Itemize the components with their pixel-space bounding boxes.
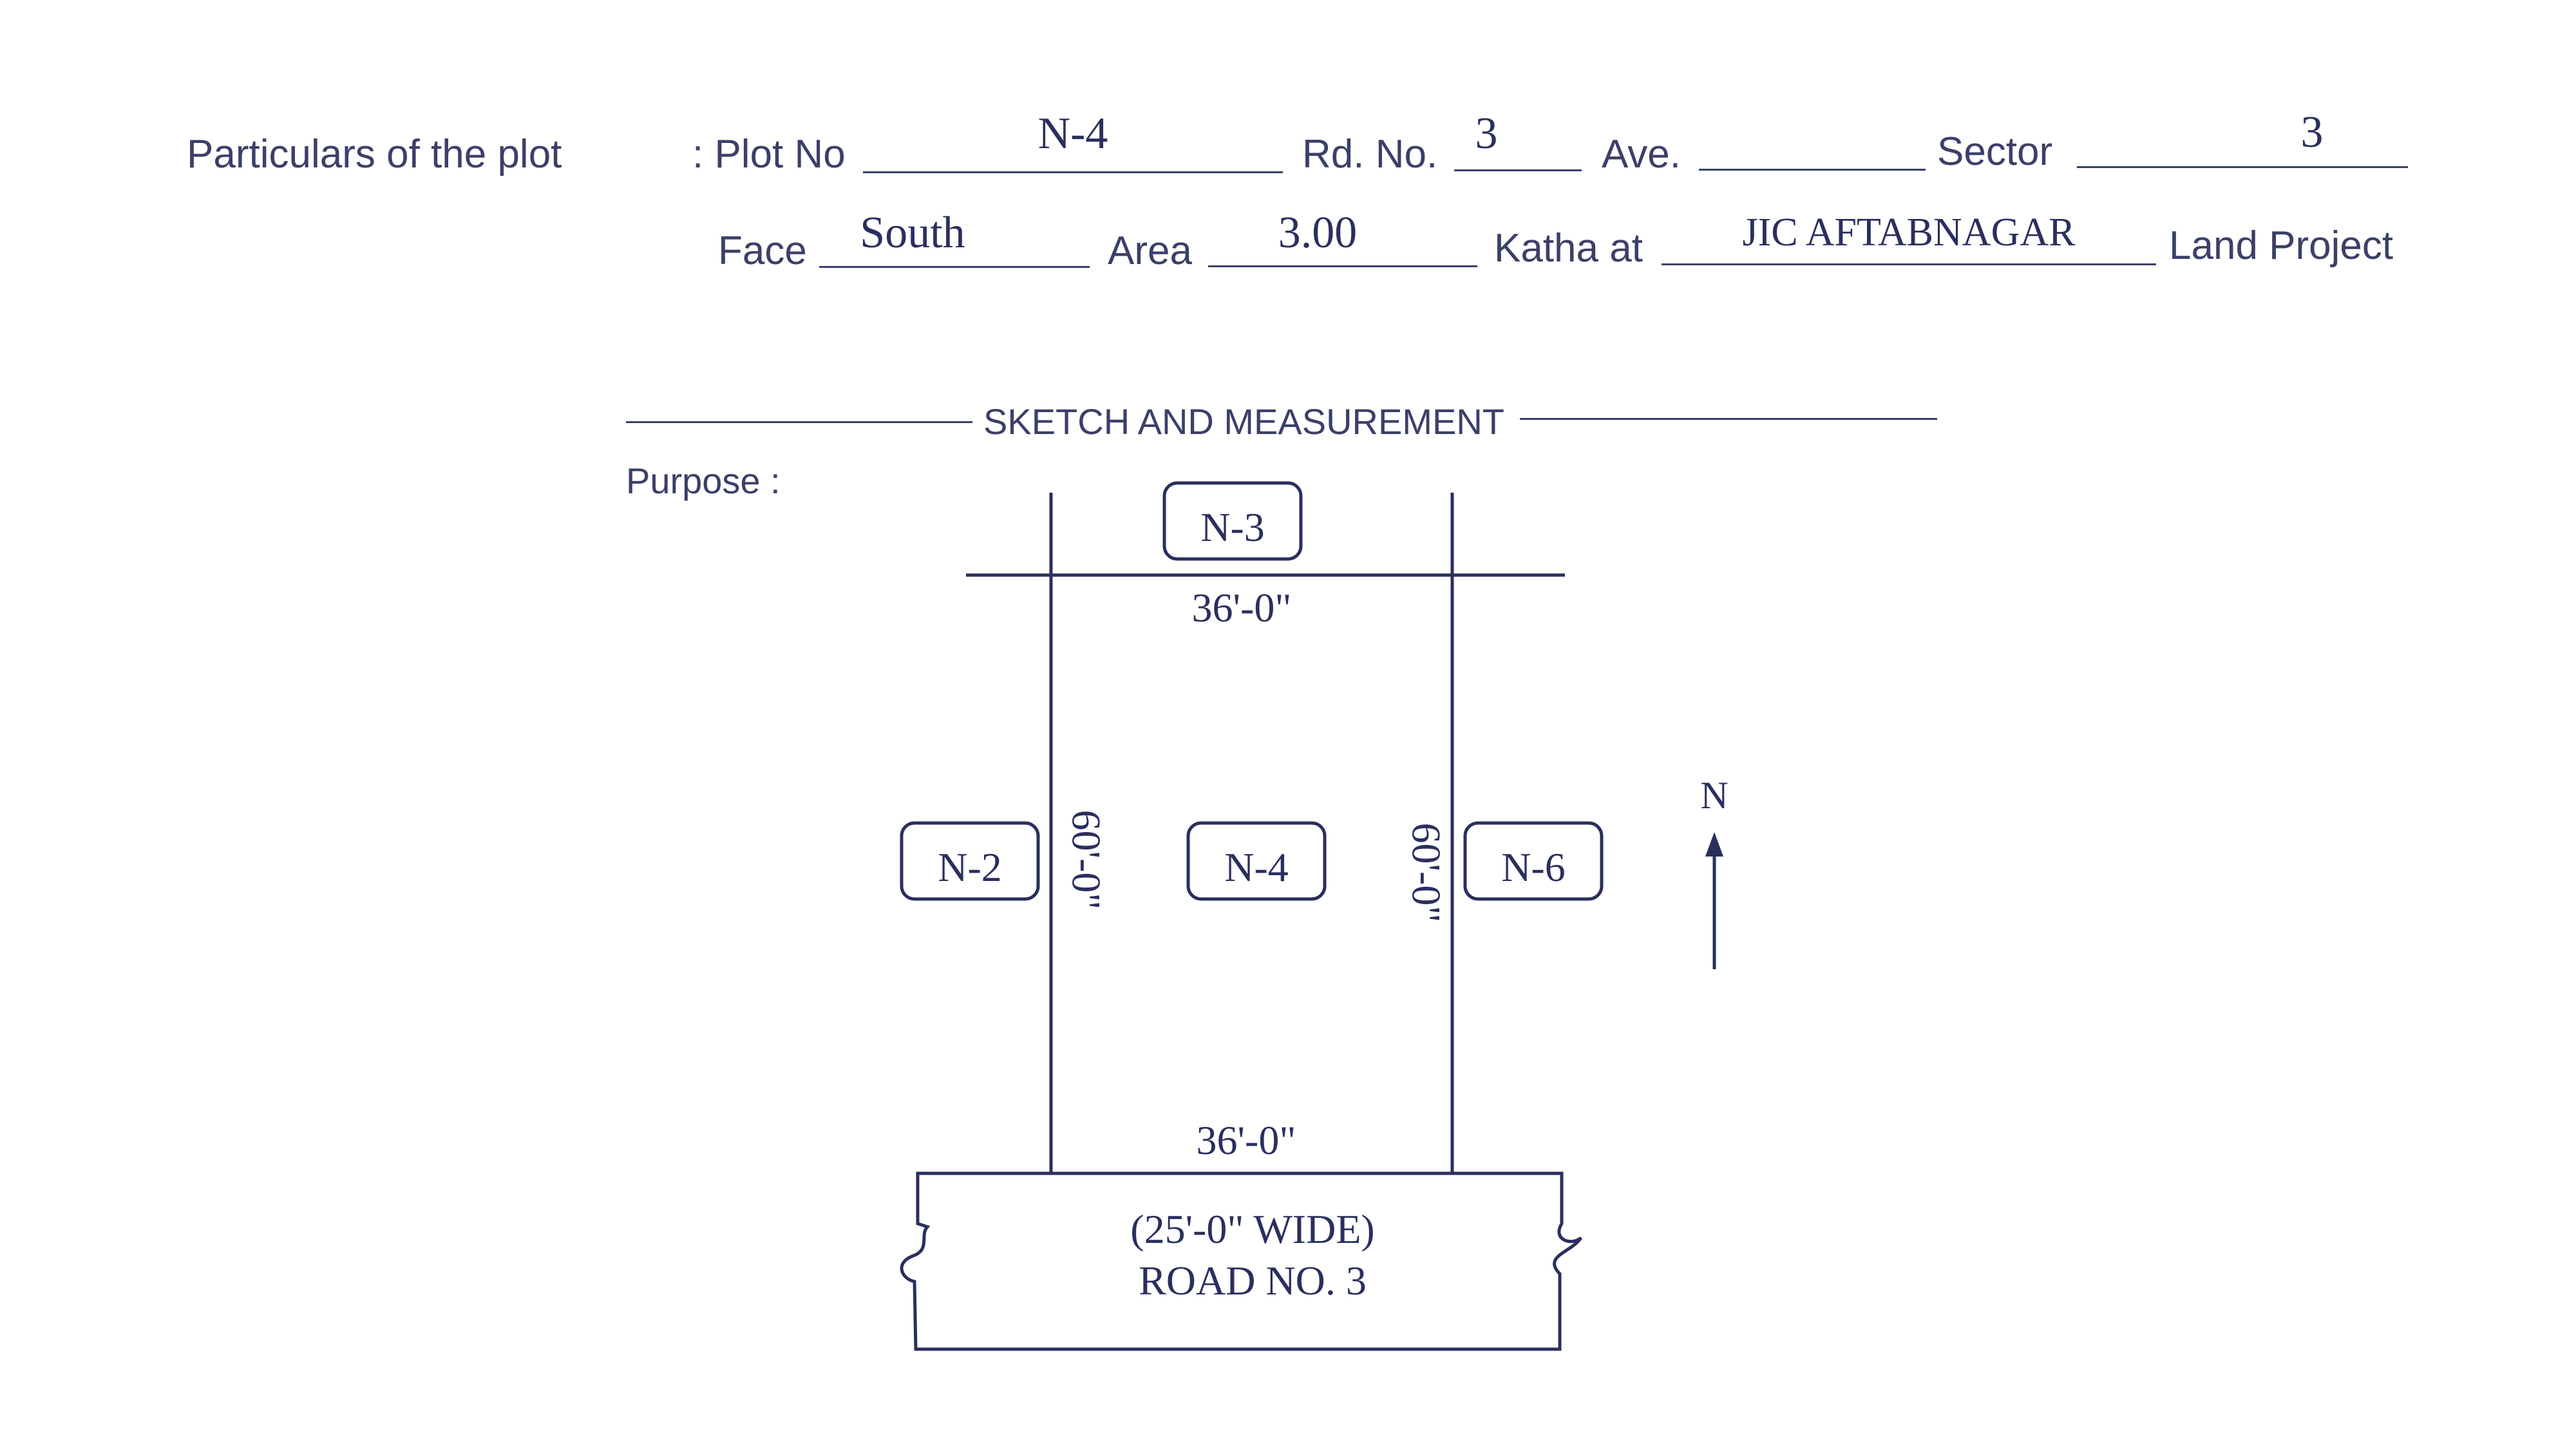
area-label: Area (1108, 229, 1192, 273)
sector-underline (2077, 166, 2408, 168)
road-width-text: (25'-0" WIDE) (1130, 1206, 1374, 1252)
road-name-text: ROAD NO. 3 (1139, 1258, 1367, 1303)
sector-value: 3 (2300, 108, 2324, 157)
north-arrow-head (1705, 832, 1723, 857)
plot-no-label: : Plot No (692, 132, 846, 176)
plot-no-value: N-4 (1037, 109, 1108, 158)
face-underline (819, 266, 1090, 268)
face-value: South (860, 208, 965, 258)
dimension-top: 36'-0" (1192, 585, 1292, 630)
north-label: N (1700, 774, 1728, 817)
rd-no-underline (1454, 169, 1582, 171)
katha-underline (1662, 263, 2156, 265)
sketch-title-rule-right (1520, 418, 1937, 420)
dimension-left: 60'-0" (1063, 810, 1109, 910)
purpose-label: Purpose : (626, 460, 781, 501)
rd-no-value: 3 (1475, 109, 1498, 158)
ave-label: Ave. (1602, 132, 1681, 176)
plot-n6-box (1463, 821, 1604, 901)
plot-n3-box (1162, 481, 1303, 561)
particulars-heading: Particulars of the plot (187, 132, 562, 176)
area-underline (1208, 265, 1477, 267)
ave-underline (1699, 169, 1926, 171)
plot-n6-label: N-6 (1501, 844, 1566, 890)
rd-no-label: Rd. No. (1302, 132, 1438, 176)
katha-value: JIC AFTABNAGAR (1742, 211, 2076, 254)
area-value: 3.00 (1278, 208, 1358, 258)
sector-label: Sector (1937, 129, 2053, 174)
plot-n3-label: N-3 (1200, 504, 1265, 550)
plot-no-underline (863, 171, 1283, 173)
sketch-title: SKETCH AND MEASUREMENT (983, 401, 1504, 442)
katha-label: Katha at (1494, 226, 1643, 270)
plot-n2-label: N-2 (938, 844, 1002, 890)
plot-n4-box (1186, 821, 1327, 901)
face-label: Face (718, 229, 807, 273)
plot-n4-label: N-4 (1224, 844, 1289, 890)
plot-n2-box (900, 821, 1040, 901)
land-project-label: Land Project (2169, 223, 2394, 268)
dimension-right: 60'-0" (1403, 823, 1449, 923)
sketch-title-rule-left (626, 421, 972, 423)
road-outline (900, 1171, 1583, 1351)
dimension-bottom: 36'-0" (1197, 1117, 1296, 1163)
